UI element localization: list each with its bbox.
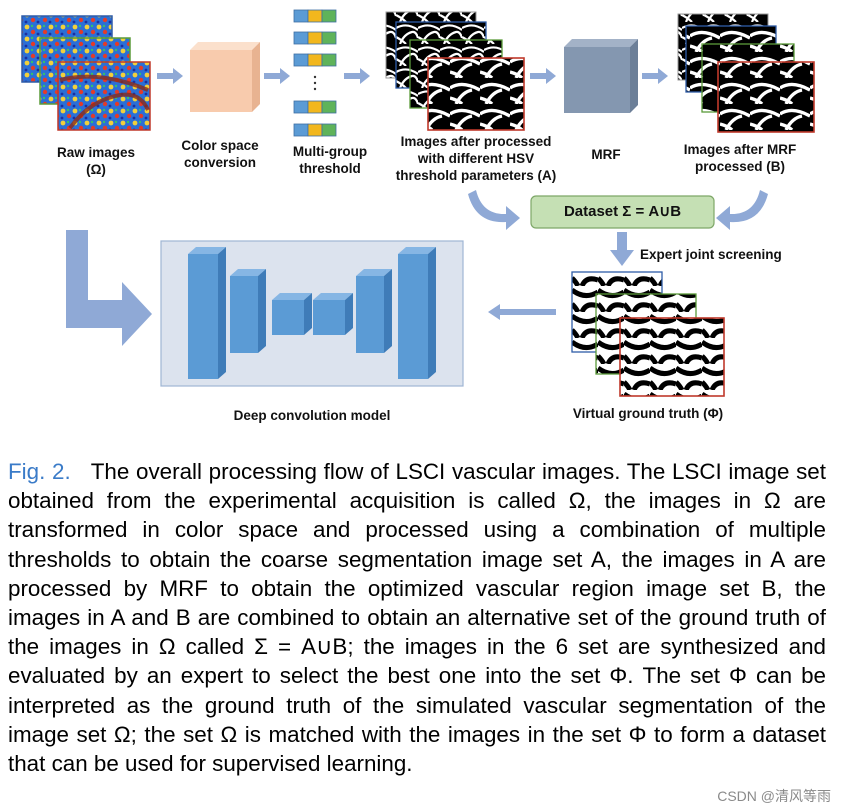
arrow-mrf-to-images-b xyxy=(642,68,668,84)
color-space-cube xyxy=(190,42,260,112)
arrow-threshold-to-images-a xyxy=(344,68,370,84)
label-images-b: Images after MRF processed (B) xyxy=(683,142,797,174)
images-b-stack xyxy=(677,13,815,133)
arrow-raw-to-color xyxy=(157,68,183,84)
watermark: CSDN @清风等雨 xyxy=(717,788,831,804)
curved-arrow-a-to-dataset xyxy=(468,190,520,230)
arrow-dataset-to-gt xyxy=(610,232,634,266)
label-deep-model: Deep convolution model xyxy=(233,408,391,423)
label-virtual-gt: Virtual ground truth (Φ) xyxy=(572,406,724,421)
arrow-gt-to-model xyxy=(488,304,556,320)
mrf-cube xyxy=(564,39,638,113)
label-color-space: Color space conversion xyxy=(181,138,259,170)
dataset-box xyxy=(530,195,715,229)
curved-arrow-b-to-dataset xyxy=(716,190,768,230)
figure-label: Fig. 2. xyxy=(8,459,71,484)
figure-caption: Fig. 2. The overall processing flow of L… xyxy=(8,457,826,778)
images-a-stack xyxy=(385,11,525,131)
big-arrow-raw-to-model xyxy=(66,230,152,346)
ground-truth-stack xyxy=(571,271,725,397)
label-expert: Expert joint screening xyxy=(640,247,782,262)
threshold-bars xyxy=(293,9,337,137)
label-mrf: MRF xyxy=(591,147,621,162)
arrow-images-a-to-mrf xyxy=(530,68,556,84)
label-multi-group: Multi-group threshold xyxy=(292,144,368,176)
model-blocks xyxy=(188,247,436,379)
label-raw-images: Raw images (Ω) xyxy=(56,145,136,177)
raw-images-stack xyxy=(21,15,151,131)
arrow-color-to-threshold xyxy=(264,68,290,84)
label-dataset: Dataset Σ = A∪B xyxy=(563,203,682,220)
caption-text: The overall processing flow of LSCI vasc… xyxy=(8,459,826,777)
label-images-a: Images after processed with different HS… xyxy=(395,134,557,183)
